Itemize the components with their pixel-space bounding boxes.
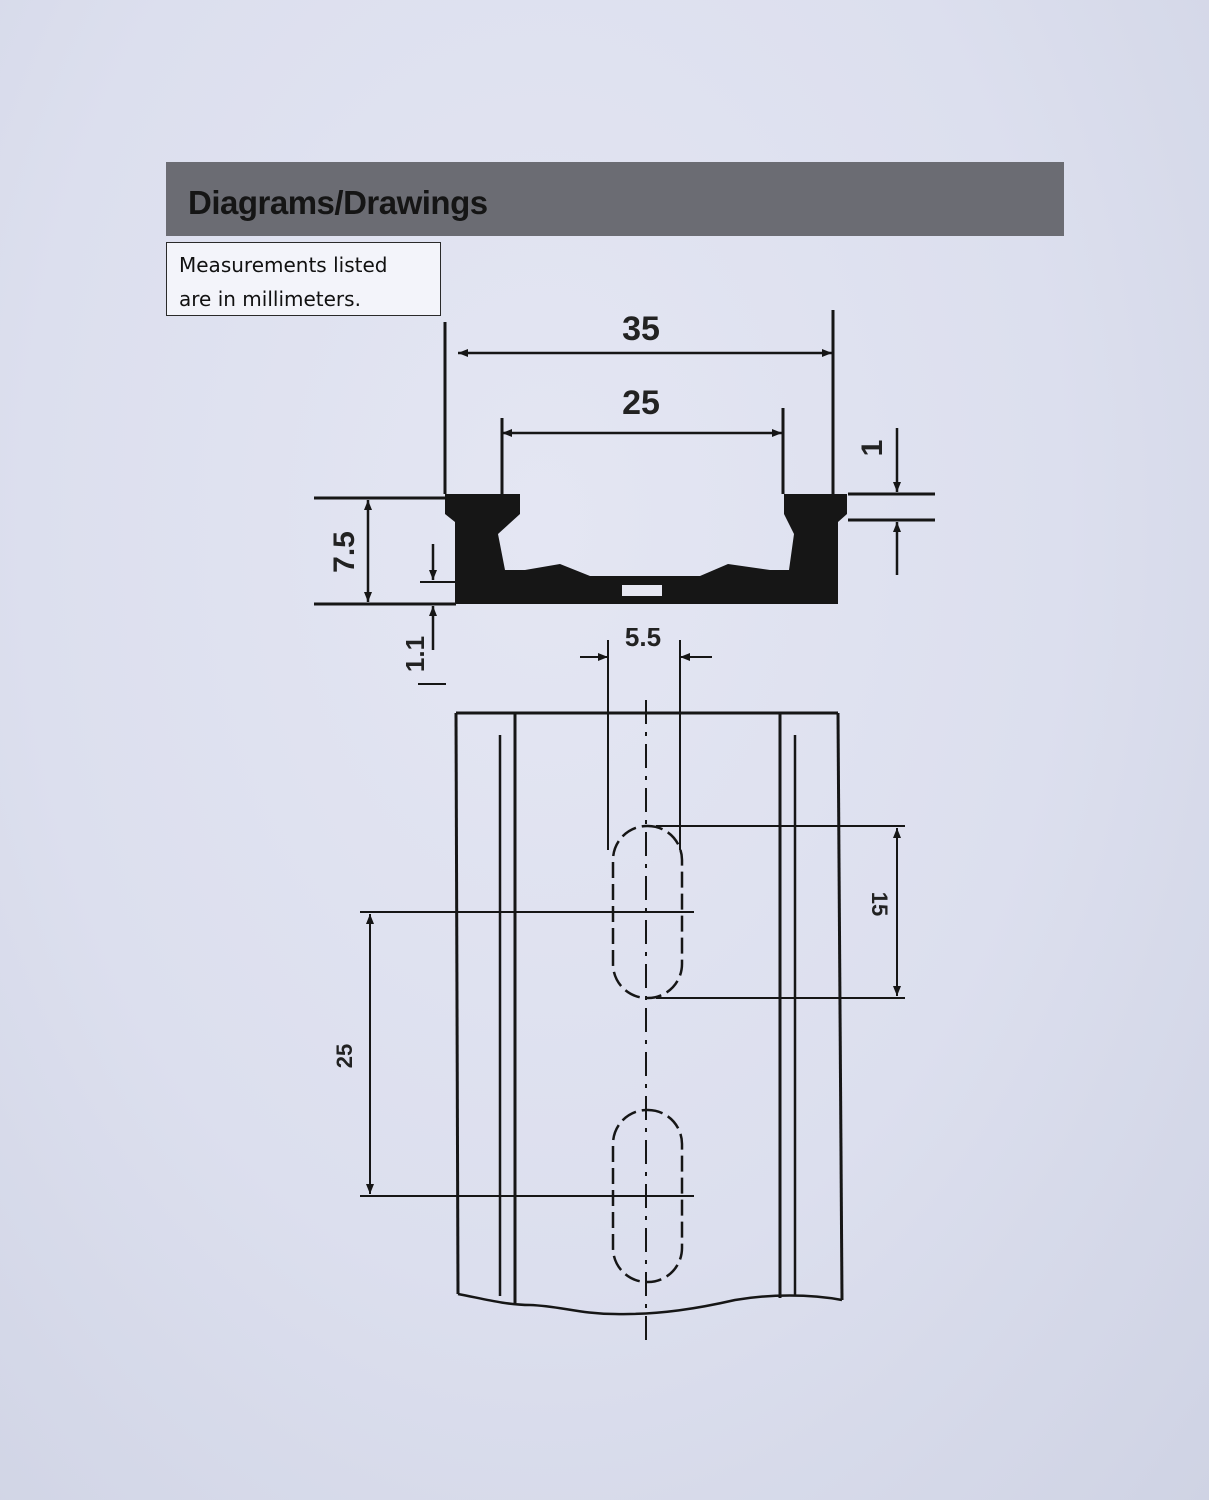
dim-inner-width: 25: [622, 384, 660, 422]
units-note-line-2: are in millimeters.: [179, 287, 361, 311]
section-title: Diagrams/Drawings: [188, 184, 488, 221]
dim-slot-width: 5.5: [625, 622, 661, 652]
break-line: [457, 1292, 843, 1316]
top-view: 25 15: [332, 700, 905, 1345]
dim-overall-width: 35: [622, 310, 660, 348]
dim-height: 7.5: [328, 531, 361, 573]
dim-flange-thickness: 1: [856, 440, 889, 457]
section-header: Diagrams/Drawings: [166, 162, 1064, 236]
rail-profile: [445, 494, 847, 604]
dim-base-thickness: 1.1: [400, 636, 430, 672]
cross-section-view: 35 25 1 7.5 1.1 5.5: [314, 310, 935, 850]
units-note-line-1: Measurements listed: [179, 253, 388, 277]
dim-slot-pitch: 25: [332, 1044, 357, 1068]
dim-slot-length: 15: [867, 892, 892, 916]
center-slot: [622, 585, 662, 596]
units-note: Measurements listed are in millimeters.: [166, 242, 441, 316]
